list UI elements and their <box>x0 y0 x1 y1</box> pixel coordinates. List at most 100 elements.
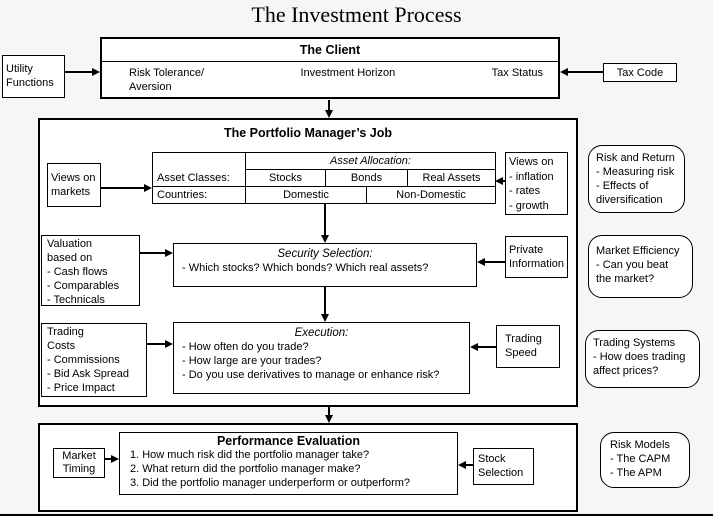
utility-functions-label: Utility Functions <box>6 63 54 89</box>
market-timing-label: Market Timing <box>62 450 96 475</box>
countries-label: Countries: <box>152 186 246 204</box>
arrow-timing-to-evaluation <box>105 455 119 463</box>
arrow-private-to-selection <box>477 258 505 266</box>
arrow-line <box>140 252 167 254</box>
country-non-domestic: Non-Domestic <box>366 186 496 204</box>
arrow-line <box>324 204 326 237</box>
arrow-costs-to-execution <box>147 340 173 348</box>
stock-selection-box: Stock Selection <box>473 448 534 485</box>
client-box-header: The Client <box>102 39 558 62</box>
trading-speed-box: Trading Speed <box>496 325 560 368</box>
arrow-head-down-icon <box>321 314 329 322</box>
arrow-head-left-icon <box>495 177 503 185</box>
arrow-head-down-icon <box>325 110 333 118</box>
performance-evaluation-body: 1. How much risk did the portfolio manag… <box>130 449 411 489</box>
side-note-market-efficiency: Market Efficiency - Can you beat the mar… <box>588 235 693 298</box>
arrow-line <box>501 180 505 182</box>
asset-classes-label: Asset Classes: <box>152 152 246 187</box>
arrow-head-right-icon <box>111 455 119 463</box>
execution-body: - How often do you trade? - How large ar… <box>182 341 440 381</box>
side-note-text: Risk Models - The CAPM - The APM <box>610 439 671 479</box>
asset-allocation-header: Asset Allocation: <box>245 152 496 170</box>
arrow-client-to-manager <box>325 100 333 118</box>
asset-class-real-assets: Real Assets <box>407 169 496 187</box>
side-note-trading-systems: Trading Systems - How does trading affec… <box>585 330 700 388</box>
side-note-risk-and-return: Risk and Return - Measuring risk - Effec… <box>588 145 685 213</box>
side-note-text: Market Efficiency - Can you beat the mar… <box>596 245 680 285</box>
arrow-line <box>101 187 146 189</box>
side-note-risk-models: Risk Models - The CAPM - The APM <box>600 432 690 488</box>
country-domestic: Domestic <box>245 186 367 204</box>
performance-evaluation-box: Performance Evaluation 1. How much risk … <box>119 432 458 495</box>
arrow-factors-to-allocation <box>495 177 505 185</box>
asset-class-stocks: Stocks <box>245 169 326 187</box>
execution-box: Execution: - How often do you trade? - H… <box>173 322 470 394</box>
arrow-line <box>476 346 496 348</box>
arrow-head-left-icon <box>470 343 478 351</box>
portfolio-manager-title: The Portfolio Manager’s Job <box>223 126 393 140</box>
valuation-box: Valuation based on - Cash flows - Compar… <box>41 235 140 306</box>
arrow-line <box>566 71 603 73</box>
security-selection-body: - Which stocks? Which bonds? Which real … <box>182 262 429 274</box>
private-information-label: Private Information <box>509 244 565 270</box>
client-investment-horizon-label: Investment Horizon <box>300 67 396 79</box>
asset-allocation-table: Asset Classes: Asset Allocation: Stocks … <box>152 152 496 204</box>
arrow-line <box>147 343 167 345</box>
arrow-allocation-to-selection <box>321 204 329 243</box>
side-note-text: Trading Systems - How does trading affec… <box>593 337 686 377</box>
side-note-text: Risk and Return - Measuring risk - Effec… <box>596 152 675 206</box>
arrow-head-right-icon <box>165 340 173 348</box>
views-on-markets-label: Views on markets <box>51 172 96 198</box>
arrow-stocksel-to-evaluation <box>458 461 473 469</box>
client-box: The Client Risk Tolerance/ Aversion Inve… <box>100 37 560 99</box>
arrow-head-left-icon <box>458 461 466 469</box>
tax-code-box: Tax Code <box>603 63 677 82</box>
arrow-line <box>105 458 113 460</box>
valuation-label: Valuation based on - Cash flows - Compar… <box>47 238 120 306</box>
arrow-taxcode-to-client <box>560 68 603 76</box>
arrow-head-down-icon <box>325 415 333 423</box>
stock-selection-label: Stock Selection <box>478 453 524 479</box>
security-selection-title: Security Selection: <box>277 248 373 260</box>
trading-costs-box: Trading Costs - Commissions - Bid Ask Sp… <box>41 323 147 397</box>
arrow-line <box>324 287 326 316</box>
trading-speed-label: Trading Speed <box>505 333 542 359</box>
utility-functions-box: Utility Functions <box>2 55 65 98</box>
arrow-line <box>328 407 330 417</box>
arrow-valuation-to-selection <box>140 249 173 257</box>
arrow-views-to-allocation <box>101 184 152 192</box>
page-title: The Investment Process <box>251 2 462 27</box>
views-on-factors-box: Views on - inflation - rates - growth <box>505 152 568 215</box>
asset-class-bonds: Bonds <box>325 169 408 187</box>
arrow-selection-to-execution <box>321 287 329 322</box>
market-timing-box: Market Timing <box>53 448 105 478</box>
arrow-head-left-icon <box>477 258 485 266</box>
page-bottom-rule <box>0 514 713 516</box>
private-information-box: Private Information <box>505 236 568 278</box>
arrow-head-down-icon <box>321 235 329 243</box>
views-on-markets-box: Views on markets <box>47 163 101 207</box>
trading-costs-label: Trading Costs - Commissions - Bid Ask Sp… <box>47 326 129 394</box>
views-on-factors-label: Views on - inflation - rates - growth <box>509 156 554 212</box>
performance-evaluation-title: Performance Evaluation <box>216 434 361 448</box>
arrow-line <box>328 100 330 112</box>
arrow-line <box>65 71 94 73</box>
allocation-header-row: Asset Classes: Asset Allocation: <box>152 152 496 187</box>
arrow-utility-to-client <box>65 68 100 76</box>
client-tax-status-label: Tax Status <box>491 67 543 79</box>
arrow-head-right-icon <box>144 184 152 192</box>
execution-title: Execution: <box>294 327 349 339</box>
arrow-line <box>464 464 473 466</box>
client-box-content: Risk Tolerance/ Aversion Investment Hori… <box>102 62 558 94</box>
arrow-manager-to-evaluation <box>325 407 333 423</box>
arrow-head-left-icon <box>560 68 568 76</box>
countries-row: Countries: Domestic Non-Domestic <box>152 186 496 204</box>
tax-code-label: Tax Code <box>616 67 664 79</box>
security-selection-box: Security Selection: - Which stocks? Whic… <box>173 243 477 287</box>
asset-classes-row: Stocks Bonds Real Assets <box>153 169 496 187</box>
arrow-speed-to-execution <box>470 343 496 351</box>
arrow-line <box>483 261 505 263</box>
arrow-head-right-icon <box>92 68 100 76</box>
client-risk-tolerance-label: Risk Tolerance/ Aversion <box>129 67 204 93</box>
